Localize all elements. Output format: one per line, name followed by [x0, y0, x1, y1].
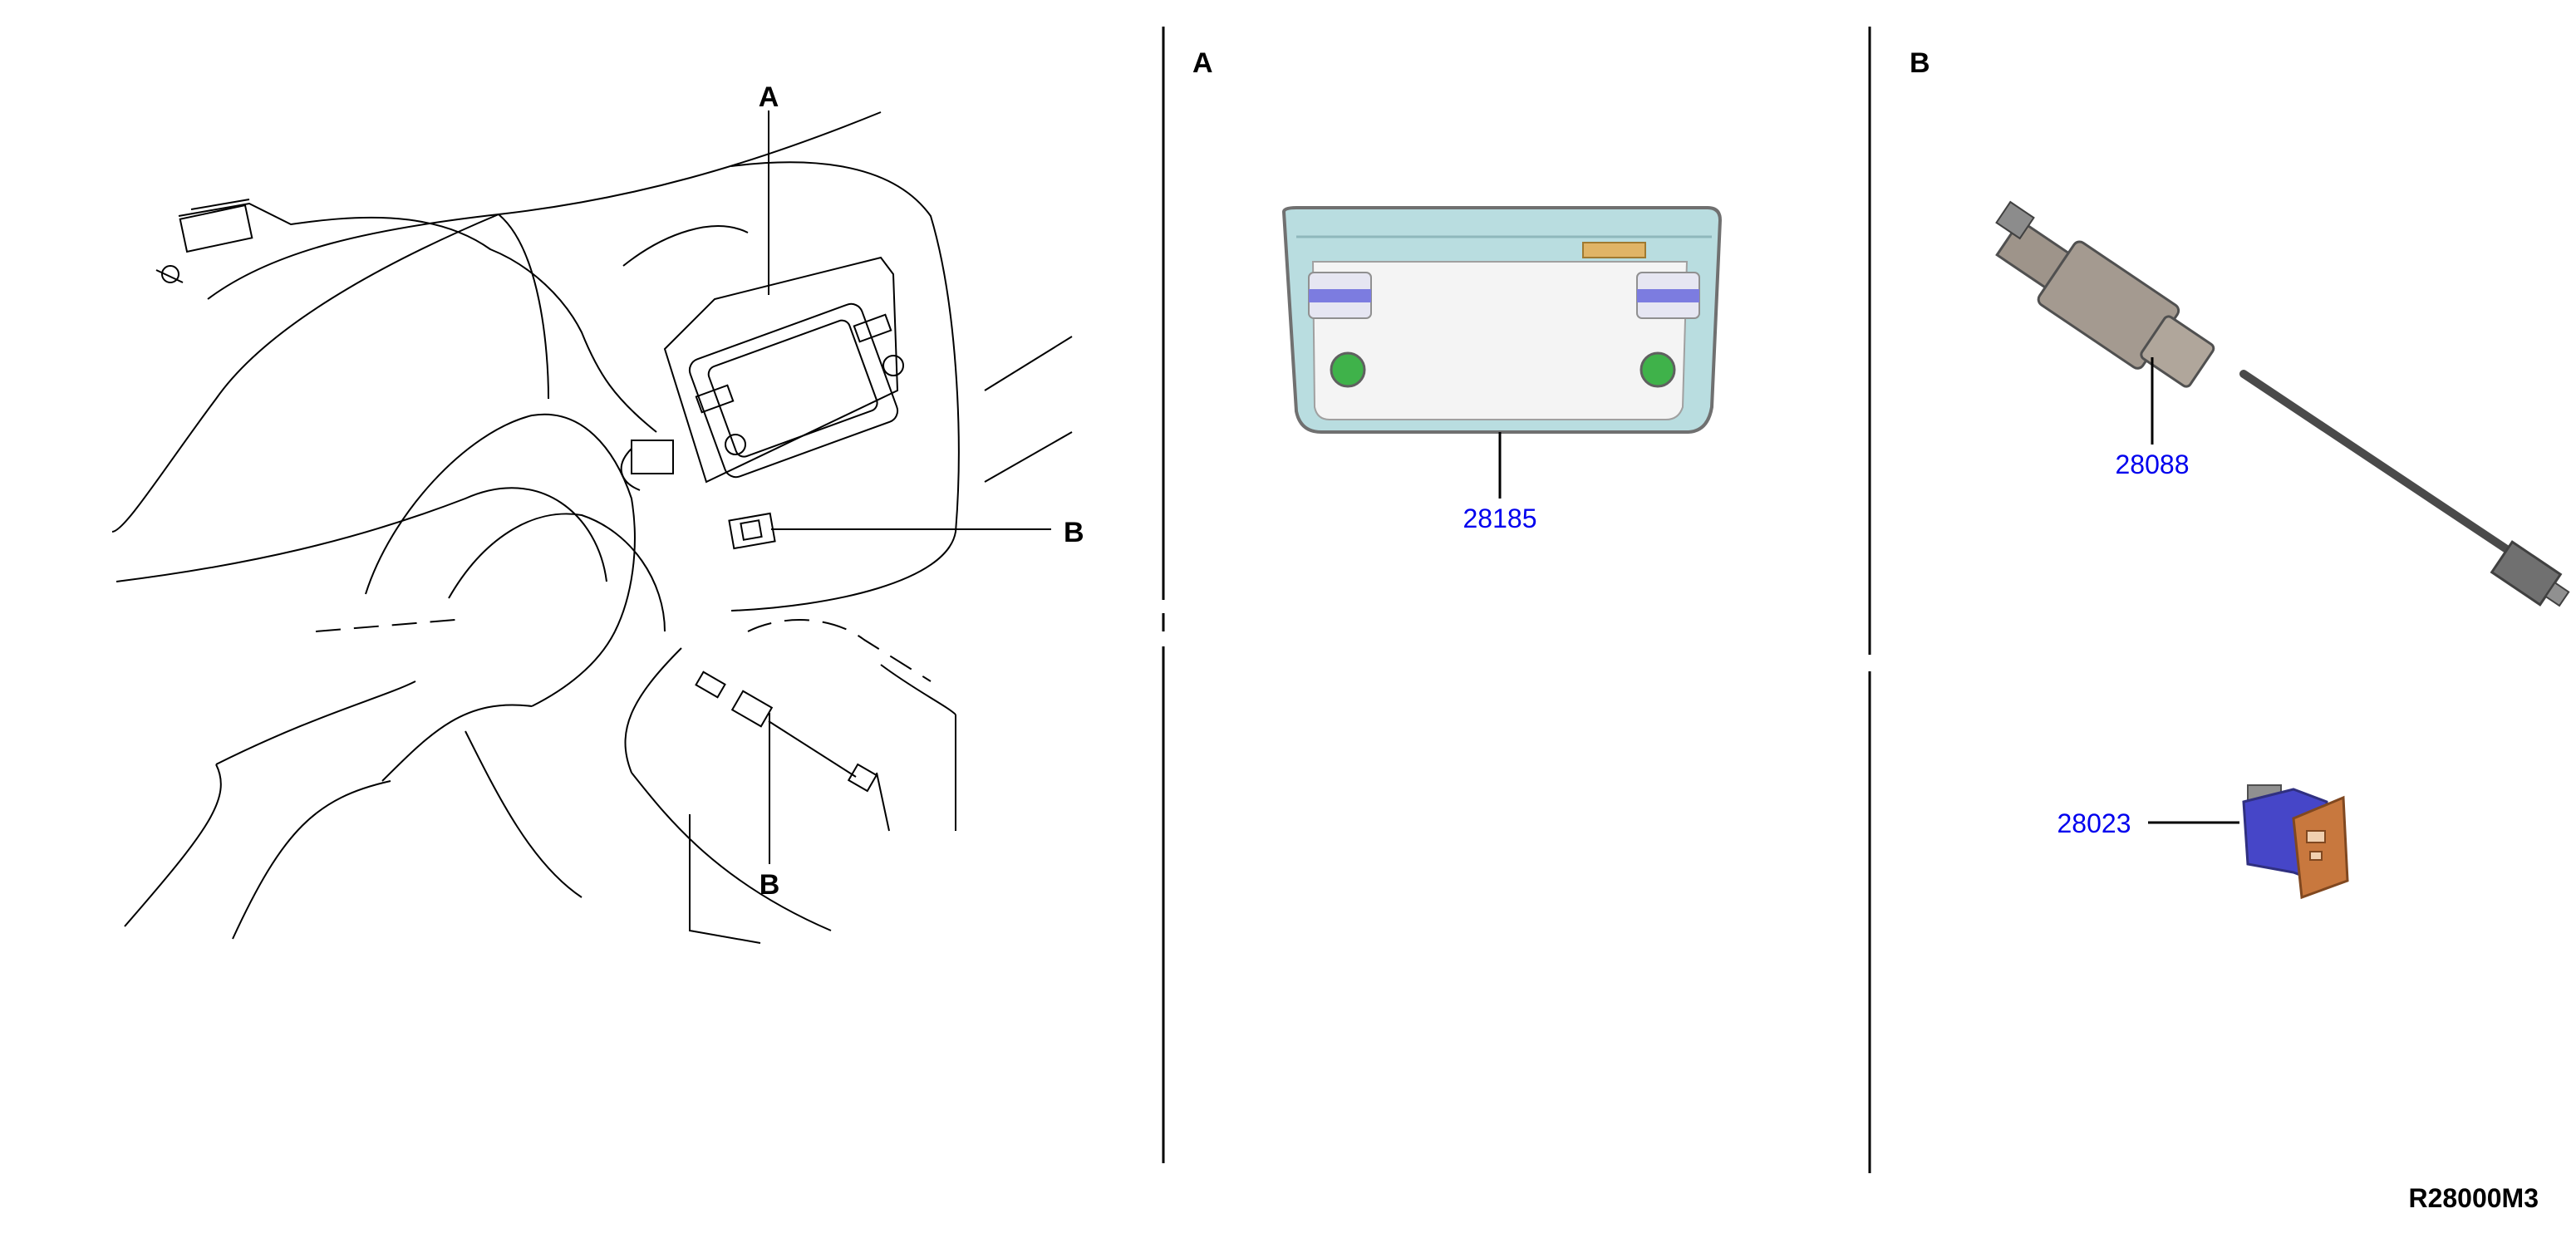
overview-leaders: [768, 111, 1051, 864]
part-number-28185[interactable]: 28185: [1463, 504, 1537, 533]
panel-a-header: A: [1192, 47, 1213, 79]
overview-cable: [695, 671, 878, 793]
overview-callout-b-right: B: [1064, 517, 1084, 548]
diagram-code: R28000M3: [2408, 1183, 2539, 1213]
vehicle-overview-illustration: [111, 111, 1073, 944]
overview-connector: [728, 512, 776, 550]
part-number-28023[interactable]: 28023: [2057, 808, 2131, 838]
overview-harness: [155, 199, 674, 491]
part-number-28088[interactable]: 28088: [2116, 449, 2190, 479]
camera-part-illustration: [1281, 206, 1723, 434]
connector-part-illustration: [2242, 784, 2349, 900]
overview-callout-b-bottom: B: [760, 869, 780, 901]
cable-part-illustration: [1995, 200, 2570, 607]
overview-callout-a: A: [759, 81, 779, 113]
overview-camera-unit: [663, 256, 904, 484]
panel-b-header: B: [1910, 47, 1930, 79]
panel-dividers: [1162, 27, 1871, 1173]
